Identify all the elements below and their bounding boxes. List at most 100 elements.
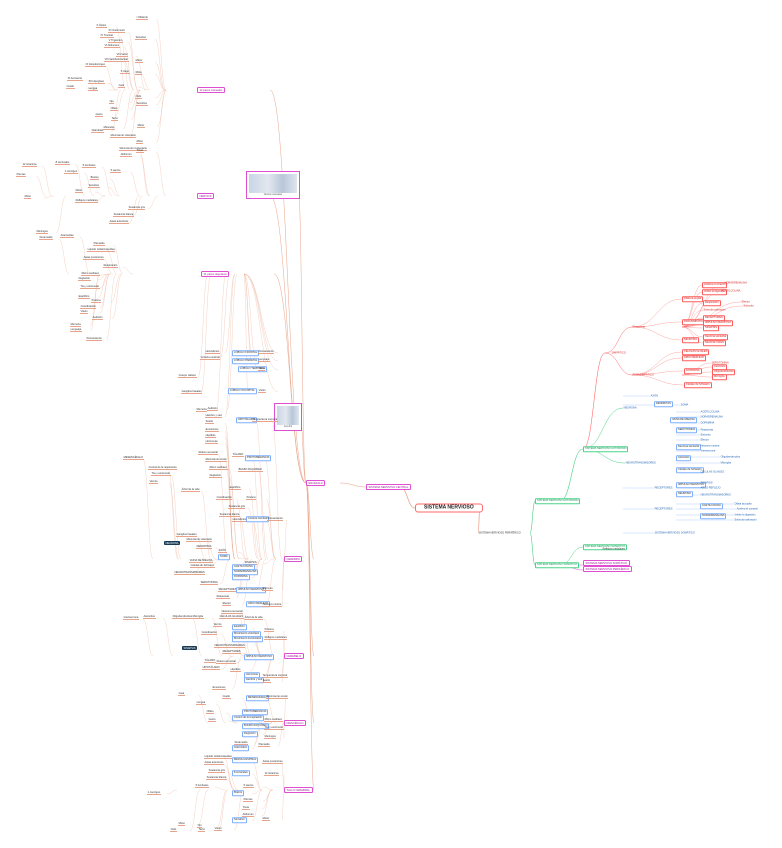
node-salivacion[interactable]: Estimula salivación bbox=[703, 308, 726, 312]
node-efector2-r[interactable]: Efector bbox=[700, 438, 709, 442]
node-snp-pink[interactable]: SISTEMA NERVIOSO PERIFÉRICO bbox=[583, 566, 632, 572]
node-axon-r[interactable]: AXÓN bbox=[650, 394, 658, 398]
node-bulbo-2[interactable]: BULBO RAQUÍDEO bbox=[242, 723, 270, 729]
node-emociones[interactable]: Emociones bbox=[205, 428, 220, 432]
node-ganglios-2[interactable]: Ganglios basales bbox=[176, 533, 198, 537]
node-lcr[interactable]: Líquido cefalorraquídeo bbox=[87, 248, 116, 252]
node-hipogloso[interactable]: XII Hipogloso bbox=[88, 80, 105, 84]
node-respuesta-l[interactable]: Respuesta bbox=[216, 595, 230, 599]
node-efector-r[interactable]: Efector bbox=[741, 300, 750, 304]
node-oculomotor[interactable]: III Oculomotor bbox=[108, 29, 126, 33]
node-inter2-r[interactable]: Interneurona bbox=[700, 449, 716, 453]
node-mielina-r[interactable]: VAINA DE MIELINA bbox=[670, 417, 697, 423]
node-estimulo2-r[interactable]: Estímulo bbox=[700, 433, 711, 437]
node-memoria-l[interactable]: Memoria bbox=[70, 323, 82, 327]
node-coccigeo[interactable]: 1 coccígeo bbox=[64, 170, 78, 174]
node-vermis[interactable]: Vermis bbox=[149, 480, 159, 484]
node-oligo-l[interactable]: Oligodendrocitos bbox=[172, 615, 193, 619]
node-reflejos[interactable]: Reflejos medulares bbox=[75, 199, 99, 203]
node-neurotrans-l[interactable]: NEUROTRANSMISORES bbox=[174, 571, 206, 575]
node-toracicos[interactable]: 12 torácicos bbox=[22, 163, 38, 167]
node-olfato[interactable]: Olfato bbox=[110, 107, 119, 111]
node-postura[interactable]: Postura bbox=[246, 496, 257, 500]
node-neurona-r[interactable]: NEURONA bbox=[682, 337, 699, 343]
node-sns-green[interactable]: SISTEMA NERVIOSO SOMÁTICO bbox=[583, 544, 628, 550]
branch-snc[interactable]: SISTEMA NERVIOSO CENTRAL bbox=[366, 484, 411, 490]
node-arbol-2[interactable]: Árbol de la vida bbox=[244, 616, 264, 620]
node-temp-2[interactable]: Temperatura corporal bbox=[262, 674, 288, 678]
node-vision-3[interactable]: Visión bbox=[214, 827, 223, 831]
central-node[interactable]: SISTEMA NERVIOSO bbox=[415, 503, 483, 513]
node-corazon2-r[interactable]: Acelera el corazón bbox=[736, 507, 759, 511]
node-serotonina-l[interactable]: SEROTONINA bbox=[200, 581, 219, 585]
node-pupila[interactable]: Dilata la pupila bbox=[682, 296, 704, 302]
node-torax[interactable]: Tórax bbox=[136, 149, 144, 153]
node-norad2-r[interactable]: NORADRENALINA bbox=[700, 415, 723, 419]
node-dendritas-r[interactable]: DENDRITAS bbox=[654, 401, 673, 407]
node-astas[interactable]: Astas anteriores bbox=[109, 220, 129, 224]
node-equilibrio[interactable]: Equilibrio bbox=[229, 486, 241, 490]
node-sinap2-r[interactable]: SINAPSIS bbox=[700, 481, 713, 485]
node-audicion-l[interactable]: Audición bbox=[92, 316, 104, 320]
node-musculos[interactable]: Músculos bbox=[103, 126, 116, 130]
node-coord-2[interactable]: Coordinación bbox=[201, 631, 218, 635]
node-relevo[interactable]: Relevo sensorial bbox=[198, 451, 219, 455]
node-neurotrans-2[interactable]: NEUROTRANSMISORES bbox=[214, 644, 246, 648]
node-sensitivo-1[interactable]: Sensitivo bbox=[135, 36, 147, 40]
node-sero2-r[interactable]: SEROTONINA bbox=[676, 427, 698, 433]
node-relevo-2[interactable]: Relevo sensorial bbox=[216, 660, 237, 664]
node-acet2-r[interactable]: ACETILCOLINA bbox=[700, 410, 720, 414]
group-cerebro[interactable]: CEREBRO bbox=[284, 556, 303, 562]
node-astas-2[interactable]: Astas anteriores bbox=[204, 761, 224, 765]
node-parietal[interactable]: LÓBULO PARIETAL bbox=[232, 358, 260, 364]
node-lumb-2[interactable]: 5 lumbares bbox=[195, 784, 210, 788]
node-tacto-3[interactable]: Tacto bbox=[198, 828, 206, 832]
node-audicion[interactable]: Audición bbox=[207, 407, 219, 411]
node-olfato-2[interactable]: Olfato bbox=[206, 710, 215, 714]
node-olfatorio[interactable]: I Olfatorio bbox=[136, 16, 149, 20]
node-mixto-3[interactable]: Mixto bbox=[24, 195, 32, 199]
node-motor-2[interactable]: Motor bbox=[137, 124, 145, 128]
node-abdomen-2[interactable]: Abdomen bbox=[242, 813, 255, 817]
node-axon-l[interactable]: AXÓN bbox=[218, 549, 227, 553]
node-respiracion-l[interactable]: Respiración bbox=[103, 264, 118, 268]
node-astasp-2[interactable]: Astas posteriores bbox=[262, 760, 284, 764]
node-meninges-2[interactable]: Meninges bbox=[264, 735, 277, 739]
node-respuesta-r[interactable]: Respuesta bbox=[632, 325, 645, 329]
node-neur2-r[interactable]: NEURONA bbox=[676, 491, 693, 497]
node-dopa-r[interactable]: DOPAMINA bbox=[684, 368, 702, 374]
node-lengua[interactable]: Lengua bbox=[88, 87, 98, 91]
node-postura-2[interactable]: Postura bbox=[264, 628, 275, 632]
node-emociones-2[interactable]: Emociones bbox=[212, 686, 227, 690]
node-piamadre[interactable]: Piamadre bbox=[93, 242, 106, 246]
node-deglucion-2[interactable]: Deglución bbox=[242, 731, 258, 737]
node-ojo[interactable]: Ojo bbox=[109, 100, 115, 104]
node-dopa2-r[interactable]: DOPAMINA bbox=[700, 421, 715, 425]
node-soma-r[interactable]: SOMA bbox=[680, 403, 689, 407]
node-glia-r[interactable]: CÉLULAS GLIALES bbox=[682, 349, 710, 355]
node-dig2-r[interactable]: Inhibe la digestión bbox=[734, 513, 756, 517]
node-tacto-2[interactable]: Tacto bbox=[258, 367, 266, 371]
node-corteza-2[interactable]: Corteza cerebral bbox=[246, 516, 270, 522]
node-torac-2[interactable]: 12 torácicos bbox=[264, 772, 280, 776]
node-hambre-2[interactable]: Hambre y sed bbox=[244, 677, 265, 683]
node-respira-2[interactable]: Control de la respiración bbox=[232, 715, 265, 721]
branch-snp[interactable]: SISTEMA NERVIOSO PERIFÉRICO bbox=[478, 531, 521, 535]
node-tos-2[interactable]: Tos y estornudo bbox=[264, 726, 284, 730]
node-brazos[interactable]: Brazos bbox=[90, 176, 100, 180]
node-receptores-l[interactable]: RECEPTORES bbox=[218, 588, 238, 592]
node-cervicales[interactable]: 8 cervicales bbox=[55, 161, 70, 165]
node-schwann-l[interactable]: Células de Schwann bbox=[190, 564, 215, 568]
node-tacto[interactable]: Tacto bbox=[111, 117, 119, 121]
node-hemisferios-2[interactable]: Hemisferios bbox=[232, 518, 247, 522]
node-ganglios[interactable]: Ganglios basales bbox=[181, 390, 203, 394]
node-interneurona-l[interactable]: Interneurona bbox=[123, 616, 139, 620]
highlight-sinapsis[interactable]: SINAPSIS bbox=[182, 646, 197, 650]
sub-encefalo[interactable]: ENCÉFALO bbox=[306, 480, 326, 486]
node-reflejos-2[interactable]: Reflejos medulares bbox=[264, 636, 288, 640]
node-micro-l[interactable]: Microglía bbox=[192, 615, 204, 619]
node-protuberancia[interactable]: PROTUBERANCIA bbox=[245, 455, 272, 461]
node-accesorio[interactable]: XI Accesorio bbox=[67, 77, 83, 81]
node-dopa-l[interactable]: DOPAMINA bbox=[232, 574, 250, 580]
node-motora2-r[interactable]: Neurona motora bbox=[700, 444, 720, 448]
